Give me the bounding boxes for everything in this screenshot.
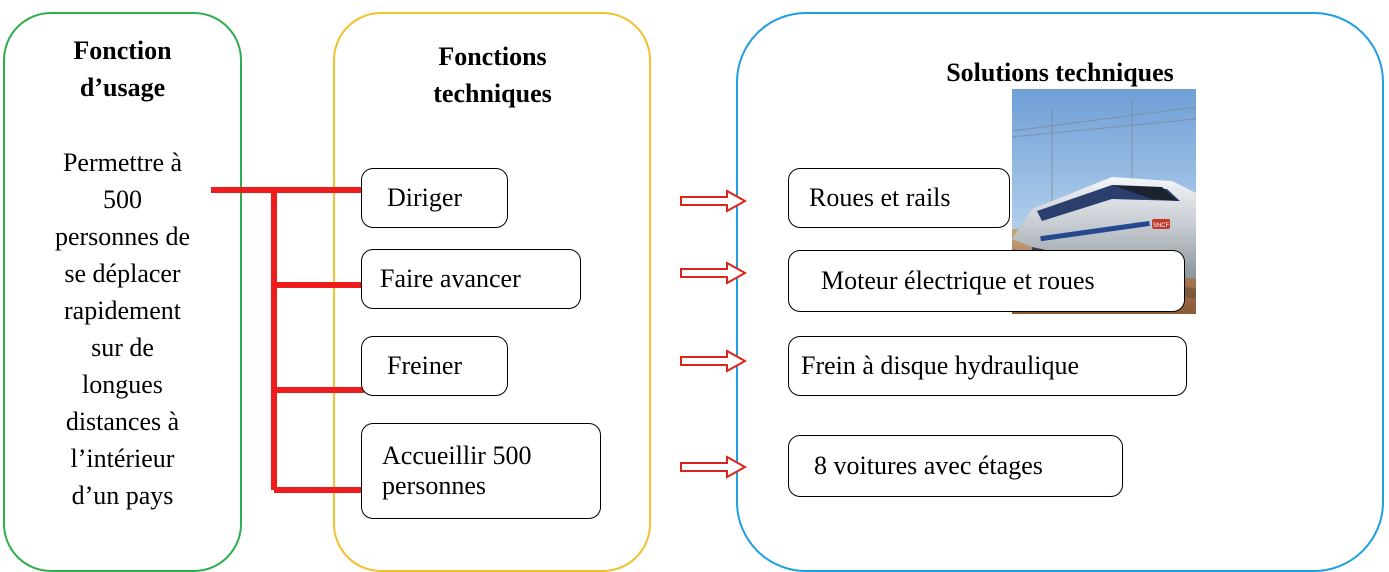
usage-text-line: sur de — [91, 333, 154, 362]
function-label: Accueillir 500 — [382, 441, 532, 470]
function-tree-connector — [211, 187, 364, 493]
function-label: Faire avancer — [380, 264, 521, 293]
solution-box-voitures: 8 voitures avec étages — [788, 435, 1123, 497]
technical-solutions-title: Solutions techniques — [946, 58, 1174, 87]
usage-text-line: se déplacer — [64, 259, 181, 288]
usage-text-line: d’un pays — [71, 481, 174, 510]
function-box-accueillir: Accueillir 500 personnes — [361, 423, 601, 519]
usage-text-line: Permettre à — [62, 148, 183, 177]
function-box-freiner: Freiner — [361, 336, 508, 396]
solution-box-frein: Frein à disque hydraulique — [788, 336, 1187, 396]
usage-text-line: rapidement — [64, 296, 181, 325]
usage-function-title: Fonction d’usage — [20, 32, 225, 106]
arrow-icon — [680, 261, 748, 285]
solution-label: Frein à disque hydraulique — [801, 351, 1079, 380]
solution-box-roues-rails: Roues et rails — [788, 168, 1010, 228]
usage-title-line-2: d’usage — [79, 73, 166, 102]
function-label: Freiner — [387, 351, 463, 380]
function-label: personnes — [382, 471, 486, 500]
solution-label: 8 voitures avec étages — [814, 451, 1043, 480]
technical-title-line-2: techniques — [433, 79, 552, 108]
usage-text-line: distances à — [65, 407, 180, 436]
function-box-diriger: Diriger — [361, 168, 508, 228]
usage-text-line: 500 — [103, 185, 142, 214]
usage-function-text: Permettre à 500 personnes de se déplacer… — [20, 144, 225, 514]
svg-text:SNCF: SNCF — [1153, 223, 1170, 229]
solution-box-moteur: Moteur électrique et roues — [788, 250, 1185, 312]
usage-text-line: l’intérieur — [70, 444, 175, 473]
solution-label: Roues et rails — [809, 183, 951, 212]
sncf-badge — [1152, 219, 1170, 229]
arrow-icon — [680, 455, 748, 479]
usage-text-line: personnes de — [54, 222, 190, 251]
technical-functions-title: Fonctions techniques — [390, 38, 595, 112]
technical-title-line-1: Fonctions — [438, 42, 547, 71]
arrow-icon — [680, 349, 748, 373]
function-box-faire-avancer: Faire avancer — [361, 249, 581, 309]
usage-title-line-1: Fonction — [73, 36, 172, 65]
function-label: Diriger — [387, 183, 463, 212]
solution-label: Moteur électrique et roues — [821, 266, 1095, 295]
connector-layer — [211, 187, 748, 493]
arrow-icon — [680, 189, 748, 213]
usage-text-line: longues — [82, 370, 163, 399]
